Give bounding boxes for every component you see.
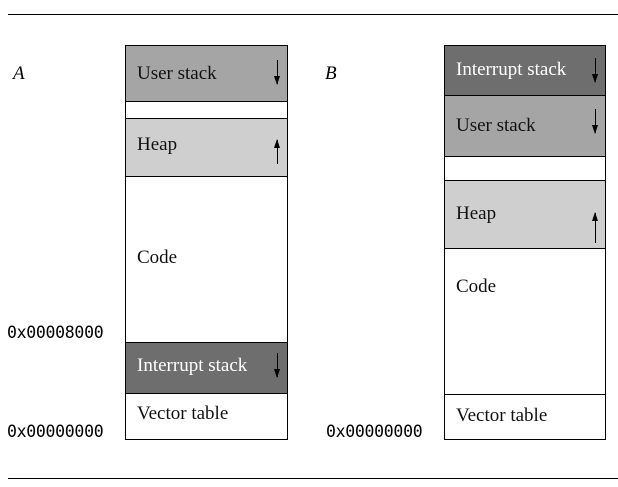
a-heap-label: Heap [137,134,178,155]
a-code-block: Code [125,175,288,344]
a-user-stack-block: User stack [125,45,288,102]
top-rule [8,14,618,15]
b-user-stack-down-arrow-icon [592,108,598,134]
b-vector-table-block: Vector table [444,393,606,440]
a-vector-table-label: Vector table [137,402,229,424]
layout-b-address-bottom: 0x00000000 [326,422,423,441]
memory-map-a: User stack Heap Code Interrupt stack Vec… [125,45,288,440]
b-heap-label: Heap [456,202,497,224]
b-interrupt-stack-block: Interrupt stack [444,45,606,96]
b-code-block: Code [444,248,606,395]
b-user-stack-block: User stack [444,94,606,158]
a-interrupt-stack-block: Interrupt stack [125,342,288,394]
a-heap-up-arrow-icon [274,139,280,164]
a-interrupt-stack-label: Interrupt stack [137,355,248,376]
a-code-label: Code [137,246,178,268]
memory-map-b: Interrupt stack User stack Heap Code Vec… [444,45,606,440]
layout-a-address-bottom: 0x00000000 [7,422,104,441]
a-vector-table-block: Vector table [125,392,288,440]
b-user-stack-label: User stack [456,114,536,136]
layout-b-label: B [325,63,337,84]
layout-a-label: A [13,63,25,84]
b-interrupt-stack-down-arrow-icon [592,58,598,83]
a-user-stack-label: User stack [137,63,217,84]
b-interrupt-stack-label: Interrupt stack [456,59,567,80]
layout-a-address-top: 0x00008000 [7,323,104,342]
b-heap-block: Heap [444,179,606,250]
bottom-rule [8,478,618,479]
b-vector-table-label: Vector table [456,404,548,426]
a-interrupt-stack-down-arrow-icon [274,353,280,378]
a-free-gap-block [125,100,288,120]
a-user-stack-down-arrow-icon [274,60,280,85]
b-heap-up-arrow-icon [592,211,598,243]
b-code-label: Code [456,276,497,297]
b-free-gap-block [444,156,606,181]
a-heap-block: Heap [125,118,288,177]
